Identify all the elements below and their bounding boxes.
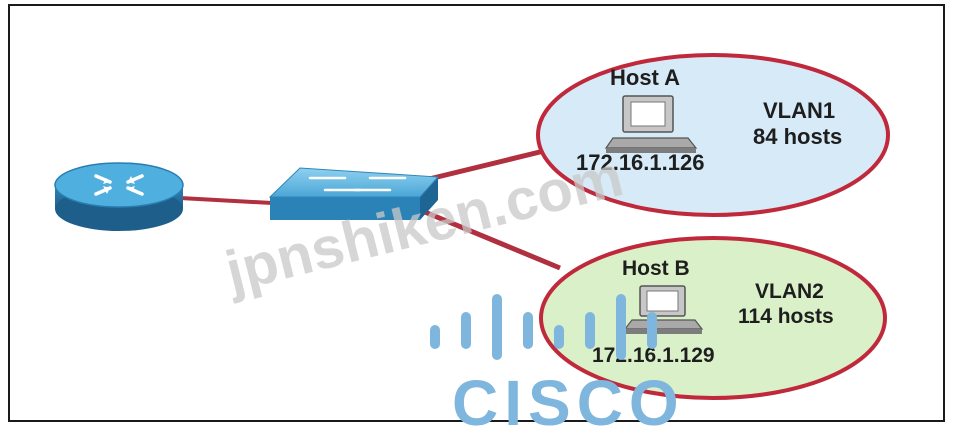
host-a-label: Host A (610, 65, 680, 90)
vlan1-host-count: 84 hosts (753, 124, 842, 149)
link-switch-vlan1 (424, 147, 549, 183)
cisco-logo-icon (430, 294, 657, 360)
vlan2-host-count: 114 hosts (738, 305, 834, 328)
vlan1-label: VLAN1 (763, 98, 835, 123)
host-a-ip: 172.16.1.126 (576, 150, 704, 175)
switch-icon (268, 167, 440, 220)
router-icon (54, 162, 184, 231)
vlan2-ellipse (539, 236, 887, 400)
link-router-switch (179, 196, 273, 205)
vlan2-label: VLAN2 (755, 280, 824, 303)
host-b-label: Host B (622, 257, 690, 280)
links (179, 147, 561, 271)
vlan1-ellipse (536, 53, 890, 217)
computer-icon (623, 285, 704, 334)
computer-icon (604, 95, 698, 153)
link-switch-vlan2 (419, 207, 561, 271)
cisco-logo-text: CISCO (452, 367, 685, 431)
